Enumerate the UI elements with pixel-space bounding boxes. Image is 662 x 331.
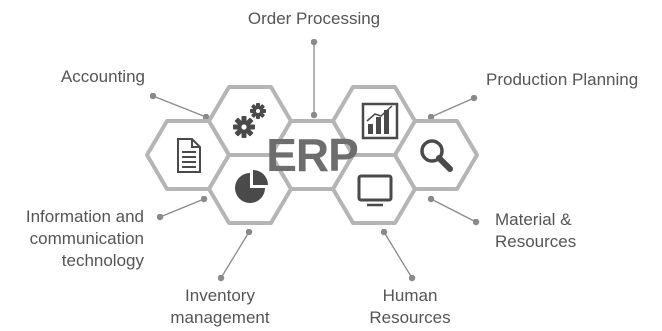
- erp-center-label: ERP: [266, 129, 358, 181]
- label-inventory-management: Inventory management: [170, 286, 270, 327]
- connector-production-planning: [427, 94, 478, 121]
- connector-accounting: [149, 92, 210, 121]
- hexagon-magnifier: [393, 119, 479, 191]
- connector-information-technology: [156, 195, 208, 221]
- connector-human-resources: [380, 228, 416, 282]
- bar-chart-icon: [361, 102, 399, 140]
- document-icon: [177, 138, 201, 173]
- pie-chart-icon: [235, 170, 268, 203]
- label-production-planning: Production Planning: [486, 70, 639, 89]
- label-accounting: Accounting: [60, 67, 145, 86]
- connector-inventory-management: [217, 228, 253, 282]
- connector-material-resources: [427, 195, 480, 226]
- magnifier-icon: [420, 139, 453, 172]
- label-material-and-resources: Material & Resources: [495, 210, 577, 251]
- label-information-and-communication-technology: Information and communication technology: [25, 207, 144, 270]
- gears-icon: [233, 103, 266, 138]
- label-human-resources: Human Resources: [369, 286, 451, 327]
- monitor-icon: [357, 174, 393, 207]
- label-order-processing: Order Processing: [247, 9, 381, 28]
